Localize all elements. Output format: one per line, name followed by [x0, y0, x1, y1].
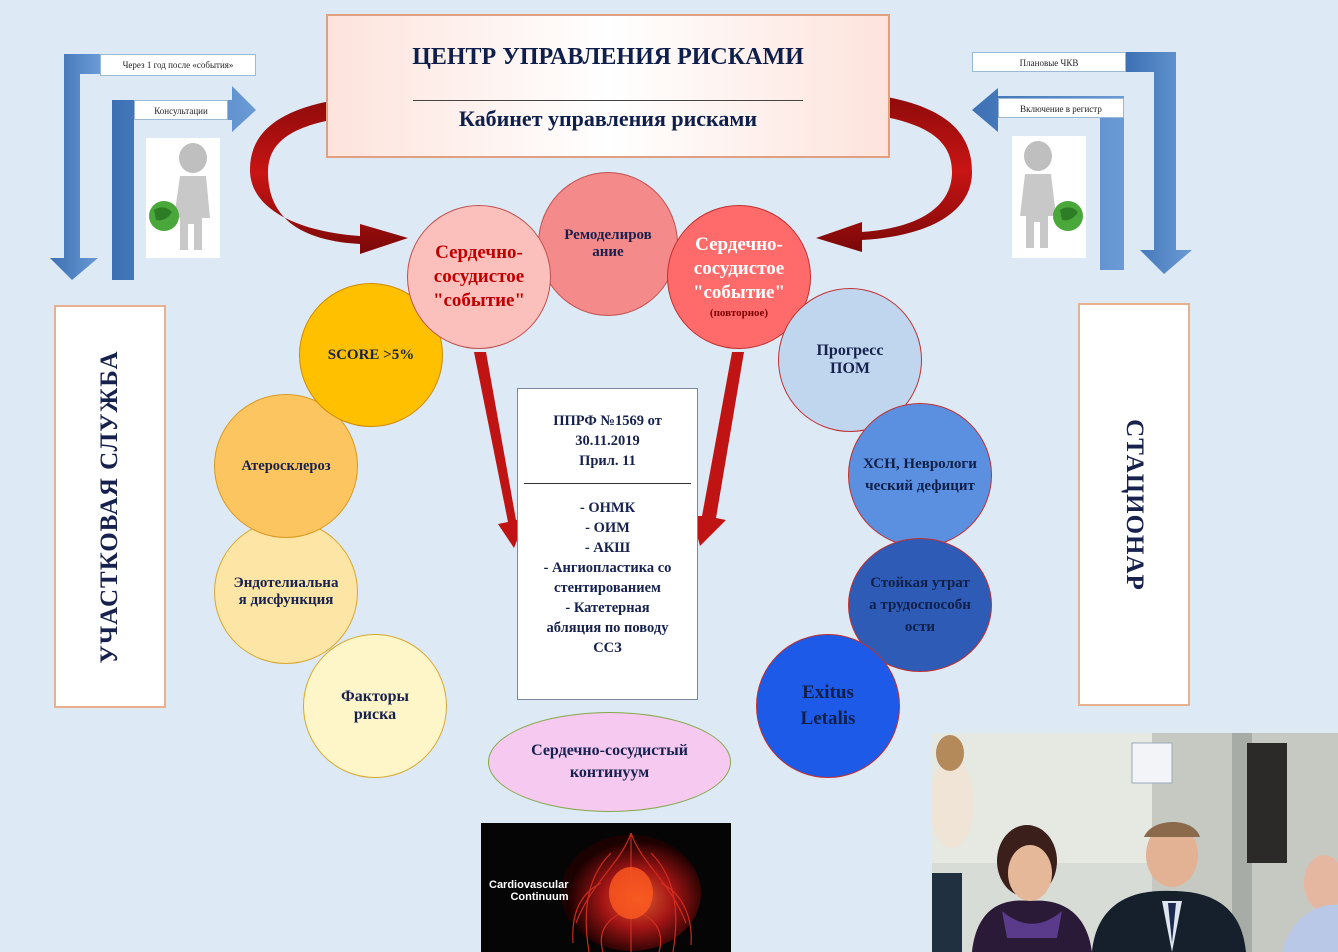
right-label-top: Плановые ЧКВ [972, 52, 1126, 72]
left-panel: УЧАСТКОВАЯ СЛУЖБА [54, 305, 166, 708]
circle-progress-label: Прогресс ПОМ [816, 342, 884, 377]
center-box-line1: ППРФ №1569 от [553, 413, 662, 429]
center-box-item: стентированием [554, 580, 661, 596]
title-sub: Кабинет управления рисками [458, 106, 758, 131]
circle-hsn-label: ХСН, Неврологический дефицит [863, 456, 977, 494]
cc-caption-2: Continuum [510, 891, 569, 903]
circle-remodeling: Ремоделирование [538, 172, 678, 316]
video-participants-feed [932, 733, 1338, 952]
title-divider [413, 100, 803, 101]
circle-exitus-label: Exitus Letalis [800, 682, 856, 729]
right-label-bottom: Включение в регистр [998, 98, 1124, 118]
circle-remodeling-label: Ремоделирование [564, 227, 652, 260]
person-with-globe-icon [1020, 141, 1083, 248]
cc-image-caption: Cardiovascular Continuum [489, 879, 568, 903]
left-panel-label: УЧАСТКОВАЯ СЛУЖБА [96, 349, 123, 664]
circle-risk-factors-label: Факторы риска [341, 688, 409, 723]
center-box: ППРФ №1569 от 30.11.2019 Прил. 11 - ОНМК… [517, 388, 698, 700]
circle-atherosclerosis: Атеросклероз [214, 394, 358, 538]
heart-vessels-illustration [481, 823, 731, 952]
center-box-line2: 30.11.2019 [575, 433, 640, 449]
circle-athero-label: Атеросклероз [241, 457, 331, 474]
circle-score: SCORE >5% [299, 283, 443, 427]
video-call-overlay [932, 733, 1338, 952]
arrow-event2-to-box [692, 352, 744, 546]
cardiovascular-continuum-image: Cardiovascular Continuum [481, 823, 731, 952]
center-box-item: абляция по поводу [546, 620, 669, 636]
circle-hsn: ХСН, Неврологический дефицит [848, 403, 992, 547]
title-box: ЦЕНТР УПРАВЛЕНИЯ РИСКАМИ Кабинет управле… [326, 14, 890, 158]
right-figure-image [1012, 136, 1086, 258]
left-figure-image [146, 138, 220, 258]
circle-event2-note: (повторное) [709, 307, 769, 319]
center-box-item: - ОИМ [585, 520, 630, 536]
arrow-event1-to-box [474, 352, 526, 548]
cc-caption-1: Cardiovascular [489, 879, 569, 891]
circle-event2-label: Сердечно-сосудистое "событие" [692, 234, 786, 303]
circle-score-label: SCORE >5% [327, 346, 415, 363]
person-with-globe-icon [149, 143, 210, 250]
left-label-bottom: Консультации [134, 100, 228, 120]
right-curved-arrow [816, 90, 972, 252]
continuum-label: Сердечно-сосудистый континуум [531, 742, 688, 781]
circle-endothelial-label: Эндотелиальная дисфункция [233, 575, 339, 608]
right-panel: СТАЦИОНАР [1078, 303, 1190, 706]
circle-disability: Стойкая утрата трудоспособности [848, 538, 992, 672]
left-blue-arrows [50, 54, 256, 280]
title-main: ЦЕНТР УПРАВЛЕНИЯ РИСКАМИ [412, 44, 804, 70]
center-box-item: ССЗ [593, 640, 622, 656]
right-panel-label: СТАЦИОНАР [1121, 418, 1148, 591]
left-curved-arrow [250, 94, 408, 254]
circle-event-2: Сердечно-сосудистое "событие" (повторное… [667, 205, 811, 349]
circle-disability-label: Стойкая утрата трудоспособности [869, 575, 971, 635]
circle-risk-factors: Факторы риска [303, 634, 447, 778]
center-box-item: - Катетерная [565, 600, 650, 616]
center-box-divider [524, 483, 691, 484]
center-box-item: - АКШ [584, 540, 631, 556]
center-box-item: - ОНМК [579, 500, 636, 516]
circle-event1-label: Сердечно-сосудистое "событие" [432, 242, 526, 311]
circle-event-1: Сердечно-сосудистое "событие" [407, 205, 551, 349]
center-box-item: - Ангиопластика со [543, 560, 672, 576]
center-box-line3: Прил. 11 [579, 453, 636, 469]
continuum-ellipse: Сердечно-сосудистый континуум [488, 712, 731, 812]
circle-exitus: Exitus Letalis [756, 634, 900, 778]
left-label-top: Через 1 год после «события» [100, 54, 256, 76]
circle-endothelial: Эндотелиальная дисфункция [214, 520, 358, 664]
